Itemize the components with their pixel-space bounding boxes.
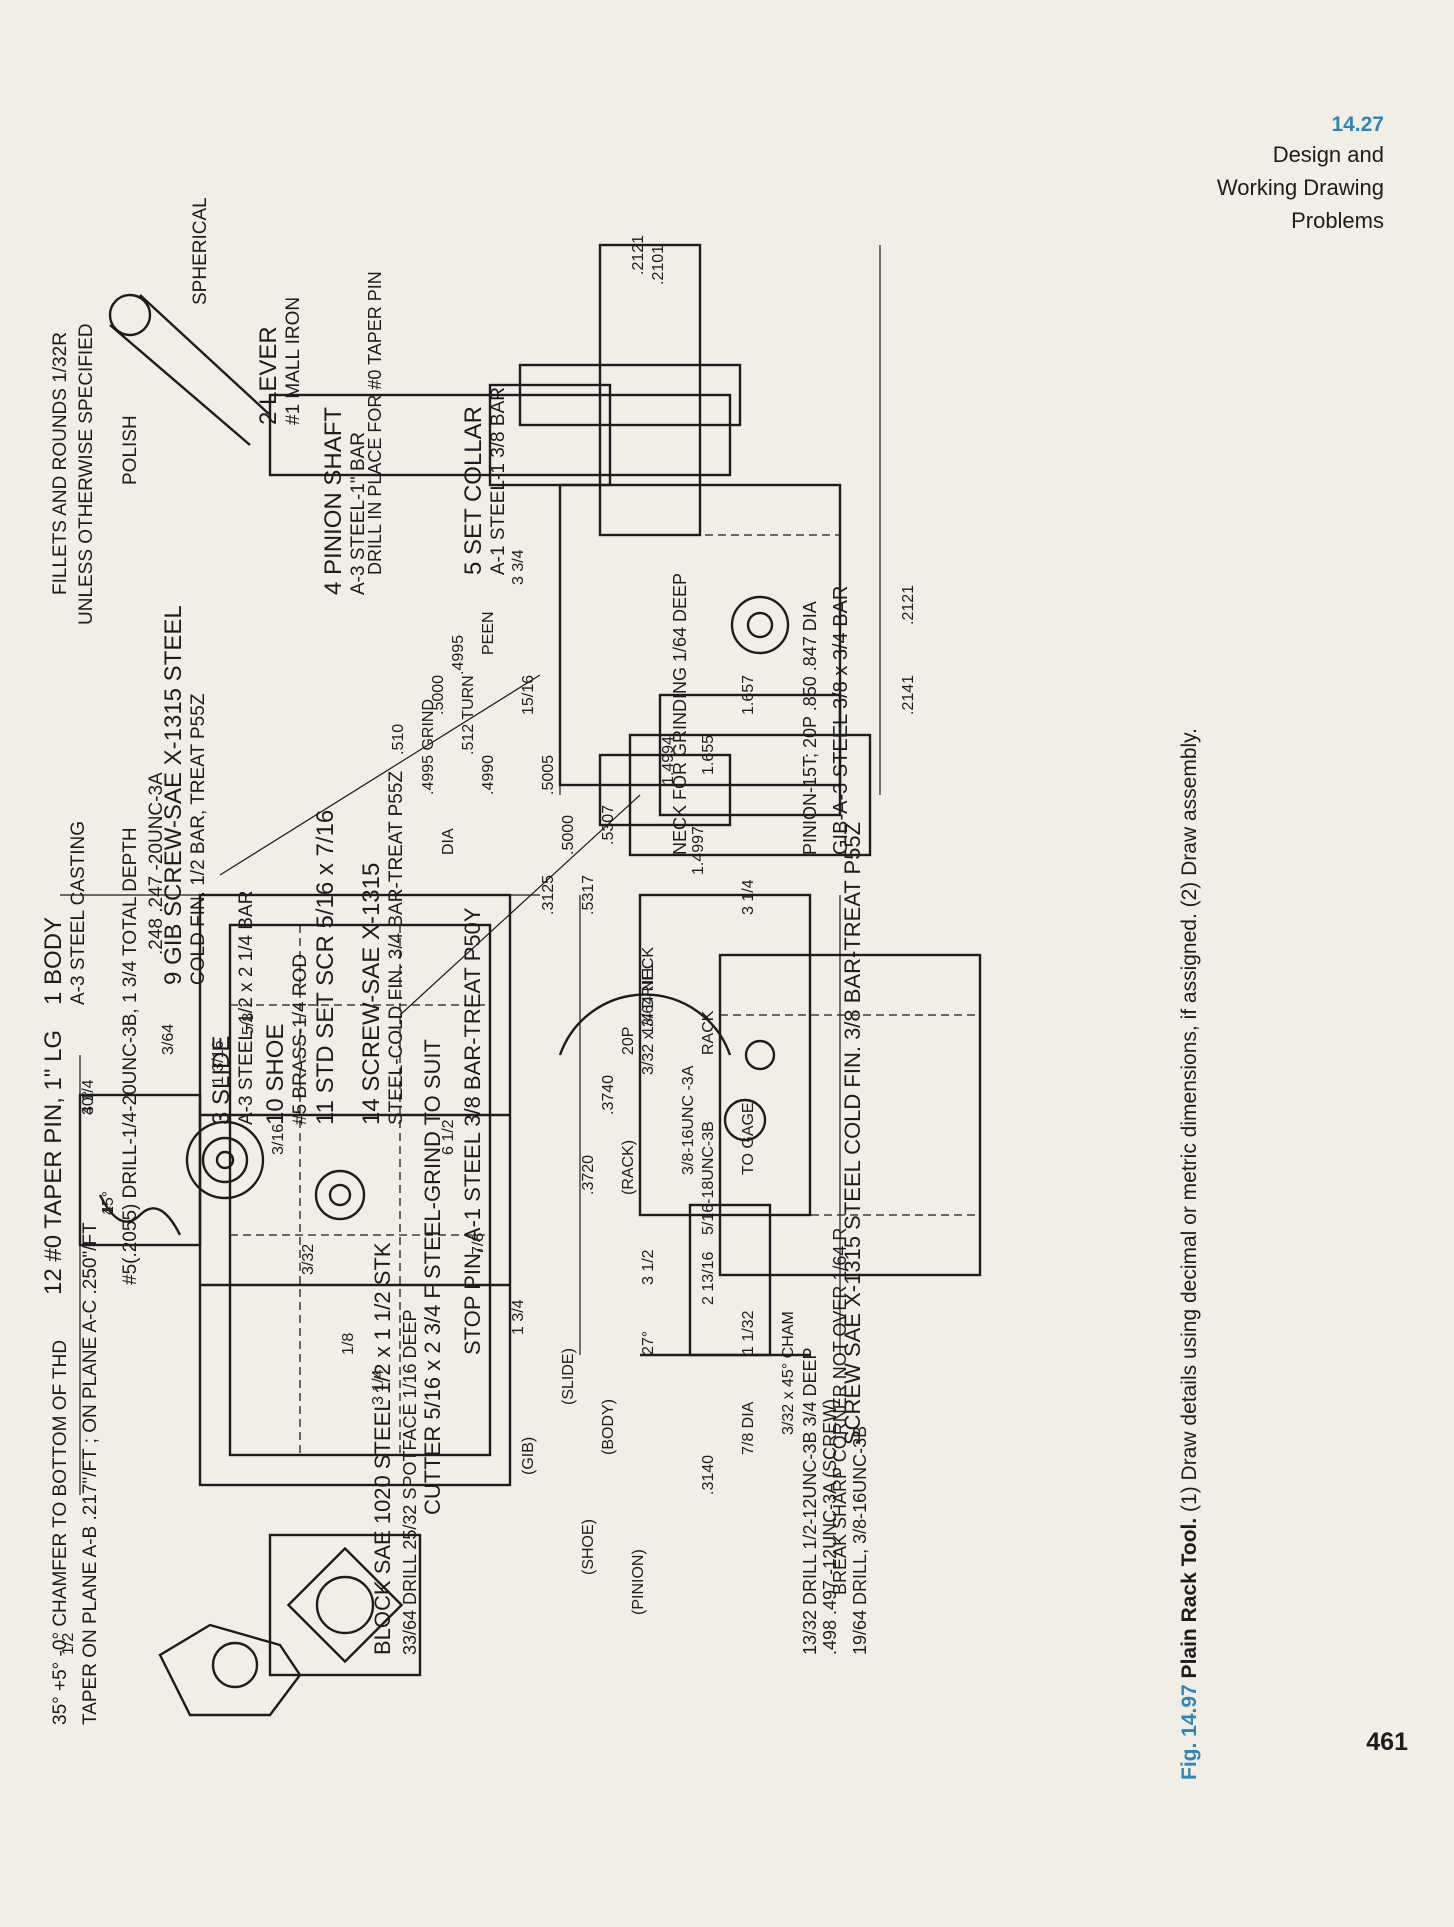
dimension-label: .2121 xyxy=(630,234,647,275)
dimension-label: .3740 xyxy=(600,1074,617,1115)
dimension-label: 30° xyxy=(80,1090,97,1115)
dimension-label: 20P xyxy=(620,1026,637,1055)
dimension-label: 15/16 xyxy=(520,674,537,715)
section-title: Design and Working Drawing Problems xyxy=(1216,142,1384,233)
pinion-note: PINION-15T; 20P .850 .847 DIA xyxy=(800,601,820,855)
dimension-label: .5000 xyxy=(560,814,577,855)
part-14-callout: 14 SCREW-SAE X-1315 STEEL-COLD FIN. 3/4 … xyxy=(358,770,407,1125)
dimension-label: 3/32 xyxy=(300,1243,317,1275)
polish-note: POLISH xyxy=(120,415,141,485)
dimension-label: 27° xyxy=(640,1330,657,1355)
fillets-note: FILLETS AND ROUNDS 1/32R xyxy=(50,332,71,595)
chamfer-note: 35° +5° -0° CHAMFER TO BOTTOM OF THD xyxy=(50,1339,71,1725)
dimension-label: 3/32 x 45° CHAM xyxy=(780,1311,797,1435)
cutter-callout: CUTTER 5/16 x 2 3/4 F STEEL-GRIND TO SUI… xyxy=(420,1039,445,1515)
dimension-label: 2 13/16 xyxy=(700,1251,717,1305)
drill-33-note: 33/64 DRILL 25/32 SPOTFACE 1/16 DEEP xyxy=(400,1309,420,1655)
figure-title: Plain Rack Tool. xyxy=(1178,1517,1201,1679)
dimension-label: 3/32 x 3/64 NECK xyxy=(640,946,657,1075)
part-4-callout: 4 PINION SHAFT A-3 STEEL-1" BAR xyxy=(320,406,369,595)
dimension-label: .3720 xyxy=(580,1154,597,1195)
dimension-label: 1.4997 xyxy=(690,826,707,875)
dimension-label: 3 3/4 xyxy=(510,549,527,585)
dimension-label: 5/8 xyxy=(240,1012,257,1035)
part-5-callout: 5 SET COLLAR A-1 STEEL-1 3/8 BAR xyxy=(460,387,509,575)
dimension-label: .3140 xyxy=(700,1454,717,1495)
dimension-label: (SHOE) xyxy=(580,1519,597,1575)
dimension-label: 3 1/4 xyxy=(740,879,757,915)
dimension-label: .2121 xyxy=(900,584,917,625)
dimension-label: 3/64 xyxy=(160,1023,177,1055)
dimension-label: RACK xyxy=(700,1010,717,1055)
dimension-label: (SLIDE) xyxy=(560,1348,577,1405)
dimension-label: .4995 GRIND xyxy=(420,698,437,795)
screw-7-callout: SCREW SAE X-1315 STEEL COLD FIN. 3/8 BAR… xyxy=(840,821,865,1445)
dimension-label: 1 1/32 xyxy=(740,1310,757,1355)
part-2-callout: 2 LEVER #1 MALL IRON xyxy=(255,296,304,425)
drill-in-place-note: DRILL IN PLACE FOR #0 TAPER PIN xyxy=(365,271,385,575)
dimension-label: 1/2 xyxy=(60,1632,77,1655)
dimension-label: (RACK) xyxy=(620,1139,637,1195)
section-header: 14.27 Design and Working Drawing Problem… xyxy=(1194,112,1384,237)
dimension-label: .510 xyxy=(390,723,407,755)
part-1-callout: 1 BODY A-3 STEEL CASTING xyxy=(40,820,89,1005)
dimension-label: .5307 xyxy=(600,804,617,845)
dimension-label: .4990 xyxy=(480,754,497,795)
technical-drawing: 35° +5° -0° CHAMFER TO BOTTOM OF THD TAP… xyxy=(40,155,1120,1725)
drill-13-note: 13/32 DRILL 1/2-12UNC-3B 3/4 DEEP xyxy=(800,1347,820,1656)
block-callout: BLOCK SAE 1020 STEEL 1/2 x 1 1/2 STK xyxy=(370,1242,395,1655)
dimension-label: 7/8 DIA xyxy=(740,1401,757,1455)
dimension-label: 1/8 xyxy=(340,1332,357,1355)
dimension-label: 3 1/4 xyxy=(370,1369,387,1405)
dimension-label: (GIB) xyxy=(520,1436,537,1475)
dimension-label: TO GAGE xyxy=(740,1102,757,1175)
figure-caption: Fig. 14.97 Plain Rack Tool. (1) Draw det… xyxy=(1178,728,1202,1780)
dimension-label: 1.657 xyxy=(740,674,757,715)
part-11-callout: 11 STD SET SCR 5/16 x 7/16 xyxy=(312,809,339,1125)
dimension-label: 1.655 xyxy=(700,734,717,775)
dimension-label: .4995 xyxy=(450,634,467,675)
dimension-label: .3125 xyxy=(540,874,557,915)
dimension-label: 1 3/4 xyxy=(510,1299,527,1335)
part-12-callout: 12 #0 TAPER PIN, 1" LG xyxy=(40,1029,67,1295)
neck-grinding-note: NECK FOR GRINDING 1/64 DEEP xyxy=(670,572,690,855)
gib-callout: GIB-A-3 STEEL 3/8 x 3/4 BAR xyxy=(830,585,852,855)
dimension-label: 3/8-16UNC -3A xyxy=(680,1065,697,1175)
dimension-label: .5005 xyxy=(540,754,557,795)
dimension-label: 7/8 xyxy=(470,1232,487,1255)
spherical-note: SPHERICAL xyxy=(190,197,211,305)
section-number: 14.27 xyxy=(1331,113,1384,136)
dimension-label: (PINION) xyxy=(630,1549,647,1615)
taper-plane-note: TAPER ON PLANE A-B .217"/FT ; ON PLANE A… xyxy=(80,1222,101,1725)
dimension-label: .512 TURN xyxy=(460,675,477,755)
dimension-label: PEEN xyxy=(480,611,497,655)
figure-text: (1) Draw details using decimal or metric… xyxy=(1178,728,1201,1512)
dimension-label: 5/16-18UNC-3B xyxy=(700,1121,717,1235)
drill-19-note: 19/64 DRILL, 3/8-16UNC-3B xyxy=(850,1425,870,1655)
part-9-callout: 9 GIB SCREW-SAE X-1315 STEEL COLD FIN. 1… xyxy=(160,605,209,985)
dimension-label: 3 1/2 xyxy=(640,1249,657,1285)
dimension-label: DIA xyxy=(440,828,457,855)
stop-pin-callout: STOP PIN, A-1 STEEL 3/8 BAR-TREAT P50Y xyxy=(460,907,485,1355)
dimension-label: 1.4994 xyxy=(660,736,677,785)
dimension-label: 6 1/2 xyxy=(440,1119,457,1155)
dimension-label: .5317 xyxy=(580,874,597,915)
figure-label: Fig. 14.97 xyxy=(1178,1684,1201,1780)
drill-spec-note: #5(.2055) DRILL-1/4-20UNC-3B, 1 3/4 TOTA… xyxy=(120,827,141,1285)
dimension-label: 1 3/16 xyxy=(210,1040,227,1085)
unless-note: UNLESS OTHERWISE SPECIFIED xyxy=(76,323,97,625)
dimension-label: .2101 xyxy=(650,244,667,285)
part-3-callout: 3 SLIDE A-3 STEEL-1/2 x 2 1/4 BAR xyxy=(208,890,257,1125)
page-number: 461 xyxy=(1366,1728,1408,1756)
part-10-callout: 10 SHOE #5 BRASS-1/4 ROD xyxy=(262,953,311,1125)
dimension-label: .2141 xyxy=(900,674,917,715)
dimension-label: 45° xyxy=(100,1190,117,1215)
dimension-label: (BODY) xyxy=(600,1399,617,1455)
dimension-label: 3/16 xyxy=(270,1123,287,1155)
drawing-lines xyxy=(60,243,982,1717)
